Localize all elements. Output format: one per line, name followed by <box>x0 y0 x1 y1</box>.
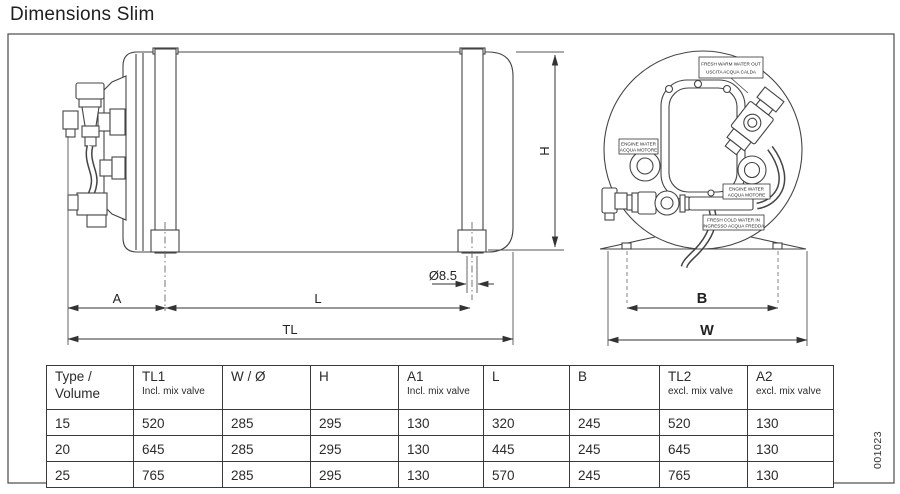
svg-text:ACQUA MOTORE: ACQUA MOTORE <box>728 193 765 198</box>
table-row: 25 765 285 295 130 570 245 765 130 <box>46 461 834 488</box>
side-view <box>62 47 514 254</box>
table-cell: 295 <box>310 409 399 436</box>
column-header-h: H <box>310 365 399 410</box>
table-cell: 245 <box>569 461 660 488</box>
table-cell: 130 <box>398 461 484 488</box>
table-cell: 130 <box>747 409 834 436</box>
dim-label-B: B <box>697 291 707 307</box>
table-cell: 285 <box>222 461 311 488</box>
table-cell: 25 <box>46 461 134 488</box>
table-cell: 645 <box>133 435 223 462</box>
table-cell: 130 <box>398 435 484 462</box>
table-cell: 15 <box>46 409 134 436</box>
table-cell: 130 <box>398 409 484 436</box>
table-cell: 765 <box>133 461 223 488</box>
engine-water-stubs <box>97 108 126 180</box>
table-row: 20 645 285 295 130 445 245 645 130 <box>46 435 834 462</box>
svg-text:USCITA ACQUA CALDA: USCITA ACQUA CALDA <box>706 70 757 75</box>
warm-water-outlet-fitting <box>724 86 785 156</box>
column-header-w-diameter: W / Ø <box>222 365 311 410</box>
doc-number: 001023 <box>872 431 884 469</box>
dim-label-hole-diameter: Ø8.5 <box>429 268 457 283</box>
table-cell: 765 <box>659 461 748 488</box>
table-cell: 520 <box>659 409 748 436</box>
svg-text:ENGINE WATER: ENGINE WATER <box>621 142 657 147</box>
label-fresh-cold-water-in: FRESH COLD WATER IN INGRESSO ACQUA FREDD… <box>702 214 765 231</box>
table-cell: 295 <box>310 461 399 488</box>
table-cell: 285 <box>222 435 311 462</box>
table-cell: 295 <box>310 435 399 462</box>
label-engine-water-left: ENGINE WATER ACQUA MOTORE <box>618 138 659 155</box>
table-cell: 245 <box>569 435 660 462</box>
mix-valve <box>62 82 105 147</box>
dim-label-H: H <box>537 146 552 155</box>
front-mix-valve <box>601 187 754 221</box>
column-header-l: L <box>483 365 570 410</box>
svg-text:INGRESSO ACQUA FREDDA: INGRESSO ACQUA FREDDA <box>703 224 765 229</box>
column-header-type-volume: Type / Volume <box>46 365 134 410</box>
svg-text:FRESH COLD WATER IN: FRESH COLD WATER IN <box>707 218 760 223</box>
cold-water-elbow <box>67 192 108 228</box>
front-view-dimensions <box>607 251 808 346</box>
svg-text:FRESH WARM WATER OUT: FRESH WARM WATER OUT <box>701 62 761 67</box>
table-cell: 130 <box>747 435 834 462</box>
flange-bolts <box>664 79 732 197</box>
table-cell: 20 <box>46 435 134 462</box>
table-row: 15 520 285 295 130 320 245 520 130 <box>46 409 834 436</box>
svg-text:ENGINE WATER: ENGINE WATER <box>729 187 765 192</box>
dimension-lines <box>67 54 559 343</box>
table-cell: 320 <box>483 409 570 436</box>
table-cell: 520 <box>133 409 223 436</box>
table-cell: 445 <box>483 435 570 462</box>
table-cell: 570 <box>483 461 570 488</box>
column-header-b: B <box>569 365 660 410</box>
label-engine-water-right: ENGINE WATER ACQUA MOTORE <box>722 183 771 200</box>
table-cell: 645 <box>659 435 748 462</box>
svg-text:ACQUA MOTORE: ACQUA MOTORE <box>620 148 657 153</box>
dim-label-L: L <box>314 291 321 306</box>
label-fresh-warm-water-out: FRESH WARM WATER OUT USCITA ACQUA CALDA <box>698 56 764 79</box>
tank-body <box>122 51 514 253</box>
page-title: Dimensions Slim <box>10 4 155 25</box>
dim-label-TL: TL <box>282 322 297 337</box>
engine-water-port-right <box>737 155 767 185</box>
table-cell: 245 <box>569 409 660 436</box>
mounting-feet <box>599 236 807 250</box>
dim-label-W: W <box>700 323 714 339</box>
dim-label-A: A <box>113 291 122 306</box>
port-labels: FRESH WARM WATER OUT USCITA ACQUA CALDA … <box>618 56 771 231</box>
engine-water-port-left <box>629 150 661 182</box>
table-cell: 130 <box>747 461 834 488</box>
table-cell: 285 <box>222 409 311 436</box>
